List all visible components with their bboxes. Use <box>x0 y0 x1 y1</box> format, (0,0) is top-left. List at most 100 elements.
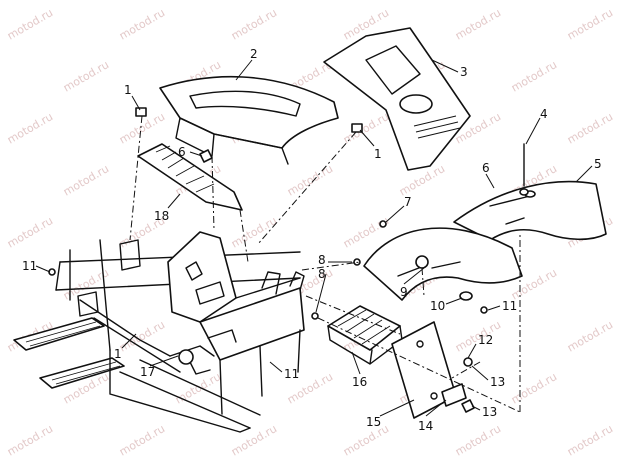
callout-11c: 11 <box>502 299 517 313</box>
headlight-pod <box>323 27 471 171</box>
callout-1a: 1 <box>124 83 132 97</box>
bracket-top-hatch <box>337 309 391 345</box>
callout-2: 2 <box>250 47 258 61</box>
callout-11b: 11 <box>284 367 299 381</box>
fastener-11c-screw-icon <box>480 306 488 314</box>
fastener-13-nut-icon <box>461 399 475 413</box>
watermark-text: motod.ru <box>117 6 167 42</box>
callout-17: 17 <box>140 365 155 379</box>
frame-front-members <box>55 261 251 433</box>
watermark-text: motod.ru <box>229 214 279 250</box>
headlight-pod-vents <box>413 115 461 139</box>
watermark-text: motod.ru <box>5 6 55 42</box>
lower-shroud-panel <box>137 143 243 211</box>
watermark-text: motod.ru <box>565 318 615 354</box>
leader-13a <box>471 365 489 381</box>
rear-fender <box>453 180 607 241</box>
rear-fender-ribs <box>489 195 531 225</box>
frame-bushing <box>178 349 194 365</box>
watermark-text: motod.ru <box>229 6 279 42</box>
watermark-text: motod.ru <box>509 370 559 406</box>
fastener-4-tip-icon <box>519 188 529 196</box>
callout-6b: 6 <box>482 161 490 175</box>
callout-6a: 6 <box>178 145 186 159</box>
watermark-text: motod.ru <box>5 110 55 146</box>
watermark-text: motod.ru <box>285 162 335 198</box>
fastener-1b-clip-icon <box>351 123 363 133</box>
watermark-text: motod.ru <box>565 422 615 458</box>
fastener-7-screw-icon <box>379 220 387 228</box>
callout-16: 16 <box>352 375 367 389</box>
middle-fender-body <box>363 227 523 301</box>
leader-6a <box>189 151 203 157</box>
headlight-pod-lens <box>399 94 433 114</box>
assembly-line-1a <box>129 115 143 241</box>
watermark-text: motod.ru <box>5 214 55 250</box>
assembly-line-8b <box>305 295 401 335</box>
front-hood-opening <box>189 90 301 117</box>
leader-7 <box>385 205 405 223</box>
callout-15: 15 <box>366 415 381 429</box>
headlight-pod-window <box>365 45 421 95</box>
front-hood <box>159 75 339 165</box>
callout-8b: 8 <box>318 267 326 281</box>
lower-shroud-hatch <box>155 145 215 193</box>
leader-lines <box>35 59 593 417</box>
middle-fender-grommet <box>415 255 429 269</box>
assembly-line-9 <box>421 267 425 297</box>
watermark-text: motod.ru <box>173 370 223 406</box>
callout-10: 10 <box>430 299 445 313</box>
fastener-10-washer-icon <box>459 291 473 301</box>
leader-4 <box>525 117 541 145</box>
watermark-text: motod.ru <box>453 6 503 42</box>
assembly-line-hood <box>211 155 215 231</box>
assembly-line-shroud <box>239 209 249 263</box>
leader-15 <box>379 399 415 417</box>
leader-13b <box>471 405 481 411</box>
mudflap-hole-bottom <box>430 392 438 400</box>
middle-fender <box>363 227 523 301</box>
watermark-text: motod.ru <box>61 58 111 94</box>
callout-9: 9 <box>400 285 408 299</box>
watermark-text: motod.ru <box>61 162 111 198</box>
lower-shroud-body <box>137 143 243 211</box>
leader-1b <box>359 129 375 147</box>
frame-center-tower <box>167 231 237 323</box>
callout-labels: 1 1 1 2 3 4 5 6 6 7 8 8 9 10 11 11 11 12… <box>22 47 602 433</box>
leader-6b <box>485 173 495 189</box>
fastener-8b-screw-icon <box>311 312 319 320</box>
frame-lower-rails <box>79 299 261 429</box>
leader-5 <box>575 165 593 183</box>
leader-10 <box>445 297 463 305</box>
leader-18 <box>167 193 181 209</box>
watermark-text: motod.ru <box>117 422 167 458</box>
callout-3: 3 <box>460 65 468 79</box>
watermark-text: motod.ru <box>229 422 279 458</box>
frame-rear-deck <box>199 287 305 361</box>
leader-2 <box>235 59 253 81</box>
watermark-text: motod.ru <box>453 422 503 458</box>
mudflap-hole-top <box>416 340 424 348</box>
leader-16 <box>351 351 361 375</box>
rear-fender-body <box>453 180 607 241</box>
leader-8b <box>315 273 327 313</box>
leader-17 <box>149 355 179 367</box>
frame-mount-plates <box>77 239 141 317</box>
assembly-line-floor <box>317 317 521 413</box>
callout-5: 5 <box>594 157 602 171</box>
watermark-text: motod.ru <box>565 110 615 146</box>
leader-11c <box>487 305 501 311</box>
leader-14 <box>425 399 447 417</box>
leader-12 <box>467 343 477 359</box>
callout-4: 4 <box>540 107 548 121</box>
assembly-line-1b <box>257 131 357 245</box>
leader-11a <box>35 265 51 273</box>
vehicle-frame <box>13 231 305 433</box>
tower-cutouts <box>185 261 225 305</box>
fastener-12-nut-icon <box>463 357 473 367</box>
footrest-treads <box>25 321 121 385</box>
callout-1b: 1 <box>374 147 382 161</box>
assembly-lines <box>129 115 521 413</box>
